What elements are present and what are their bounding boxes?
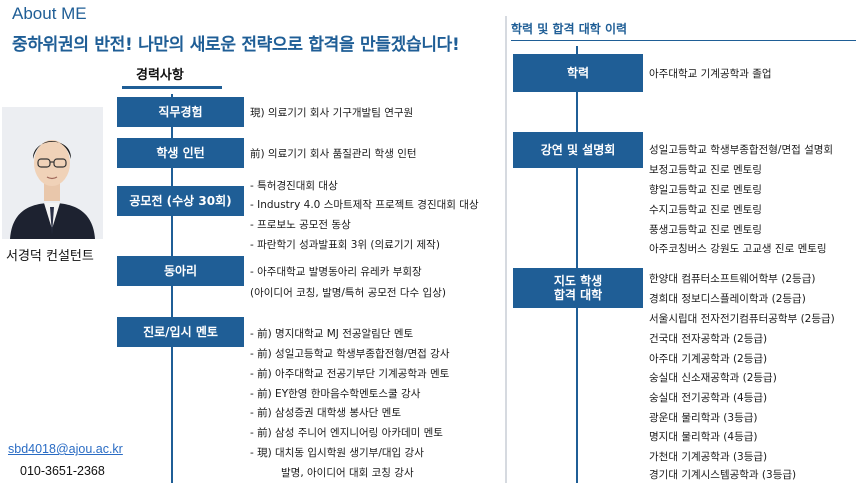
career-item: 現) 의료기기 회사 기구개발팀 연구원 [250,107,414,119]
lecture-item: 풍생고등학교 진로 멘토링 [649,224,762,236]
lecture-item: 향일고등학교 진로 멘토링 [649,184,762,196]
career-item: - 프로보노 공모전 동상 [250,219,351,231]
career-timeline-line [171,94,173,483]
profile-photo [2,107,103,239]
lecture-item: 보정고등학교 진로 멘토링 [649,164,762,176]
lecture-item: 수지고등학교 진로 멘토링 [649,204,762,216]
admission-item: 아주대 기계공학과 (2등급) [649,353,768,365]
admission-item: 건국대 전자공학과 (2등급) [649,333,768,345]
education-section-title: 학력 및 합격 대학 이력 [511,22,628,36]
career-item: - 아주대학교 발명동아리 유레카 부회장 [250,266,422,278]
email-link[interactable]: sbd4018@ajou.ac.kr [8,442,123,456]
career-category-job: 직무경험 [117,97,244,127]
admission-item: 숭실대 신소재공학과 (2등급) [649,372,777,384]
lecture-category: 강연 및 설명회 [513,132,643,168]
admission-item: 한양대 컴퓨터소프트웨어학부 (2등급) [649,273,816,285]
career-item: - 前) 삼성 주니어 엔지니어링 아카데미 멘토 [250,427,443,439]
career-item: - 특허경진대회 대상 [250,180,338,192]
career-item: - 前) EY한영 한마음수학멘토스쿨 강사 [250,388,421,400]
lecture-item: 성일고등학교 학생부종합전형/면접 설명회 [649,144,834,156]
phone-number: 010-3651-2368 [20,464,105,478]
career-item: - 前) 명지대학교 MJ 전공알림단 멘토 [250,328,414,340]
admission-item: 경기대 기계시스템공학과 (3등급) [649,469,797,481]
admission-item: 광운대 물리학과 (3등급) [649,412,758,424]
career-category-mentor: 진로/입시 멘토 [117,317,244,347]
admission-category: 지도 학생 합격 대학 [513,268,643,308]
admission-item: 경희대 정보디스플레이학과 (2등급) [649,293,806,305]
career-item: - Industry 4.0 스마트제작 프로젝트 경진대회 대상 [250,199,479,211]
career-item: - 前) 삼성증권 대학생 봉사단 멘토 [250,407,401,419]
lecture-item: 아주코칭버스 강원도 고교생 진로 멘토링 [649,243,827,255]
career-title-underline [122,86,222,89]
admission-item: 명지대 물리학과 (4등급) [649,431,758,443]
career-section-title: 경력사항 [136,68,184,83]
admission-item: 숭실대 전기공학과 (4등급) [649,392,768,404]
education-title-underline [511,40,856,41]
career-item: (아이디어 코칭, 발명/특허 공모전 다수 입상) [250,287,446,299]
career-item: - 現) 대치동 입시학원 생기부/대입 강사 [250,447,424,459]
admission-item: 가천대 기계공학과 (3등급) [649,451,768,463]
education-timeline-line [576,46,578,483]
page-headline: 중하위권의 반전! 나만의 새로운 전략으로 합격을 만들겠습니다! [12,35,460,55]
career-item: 前) 의료기기 회사 품질관리 학생 인턴 [250,148,417,160]
career-item: - 前) 아주대학교 전공기부단 기계공학과 멘토 [250,368,450,380]
career-category-contest: 공모전 (수상 30회) [117,186,244,216]
career-item: - 前) 성일고등학교 학생부종합전형/면접 강사 [250,348,450,360]
career-item: - 파란학기 성과발표회 3위 (의료기기 제작) [250,239,440,251]
column-divider [505,16,507,483]
consultant-name: 서경덕 컨설턴트 [6,249,94,264]
career-category-club: 동아리 [117,256,244,286]
career-category-intern: 학생 인턴 [117,138,244,168]
education-category: 학력 [513,54,643,92]
career-item: 발명, 아이디어 대회 코칭 강사 [281,467,414,479]
admission-item: 서울시립대 전자전기컴퓨터공학부 (2등급) [649,313,835,325]
education-item: 아주대학교 기계공학과 졸업 [649,68,772,80]
about-me-label: About ME [12,4,87,23]
